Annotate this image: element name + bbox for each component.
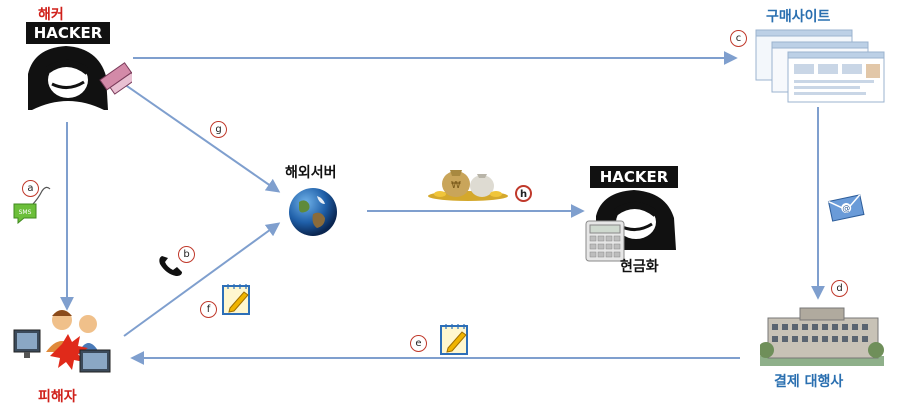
email-icon: @ bbox=[826, 192, 866, 222]
cashing-label: 현금화 bbox=[620, 259, 659, 275]
notepad-icon-2 bbox=[438, 322, 472, 356]
payment-agency-label: 결제 대행사 bbox=[774, 374, 844, 390]
globe-icon bbox=[287, 186, 339, 238]
svg-text:SMS: SMS bbox=[19, 209, 32, 216]
browser-pages-icon bbox=[754, 28, 886, 104]
svg-text:₩: ₩ bbox=[451, 180, 461, 191]
money-bags-icon: ₩ bbox=[426, 166, 510, 202]
step-h-marker: h bbox=[515, 185, 532, 202]
step-f-marker: f bbox=[200, 301, 217, 318]
hacker-label: 해커 bbox=[38, 7, 64, 23]
notepad-icon bbox=[220, 282, 254, 316]
victim-group-icon bbox=[10, 300, 120, 378]
step-c-marker: c bbox=[730, 30, 747, 47]
victim-label: 피해자 bbox=[38, 389, 77, 405]
calculator-icon bbox=[585, 220, 625, 262]
purchase-site-label: 구매사이트 bbox=[766, 9, 831, 25]
step-g-marker: g bbox=[210, 121, 227, 138]
building-icon bbox=[758, 304, 884, 366]
svg-text:@: @ bbox=[841, 203, 851, 213]
step-a-marker: a bbox=[22, 180, 39, 197]
overseas-server-label: 해외서버 bbox=[285, 165, 337, 181]
step-d-marker: d bbox=[831, 280, 848, 297]
arrow-victim-to-server bbox=[123, 222, 281, 337]
sms-signal-line bbox=[31, 186, 51, 206]
cashing-badge: HACKER bbox=[600, 168, 669, 186]
arrow-hacker-to-server bbox=[123, 83, 281, 193]
hacker-icon: HACKER bbox=[26, 22, 137, 112]
hacker-badge: HACKER bbox=[34, 24, 103, 42]
step-e-marker: e bbox=[410, 335, 427, 352]
step-b-marker: b bbox=[178, 246, 195, 263]
phone-icon bbox=[156, 252, 186, 278]
sms-icon: SMS bbox=[12, 200, 40, 225]
